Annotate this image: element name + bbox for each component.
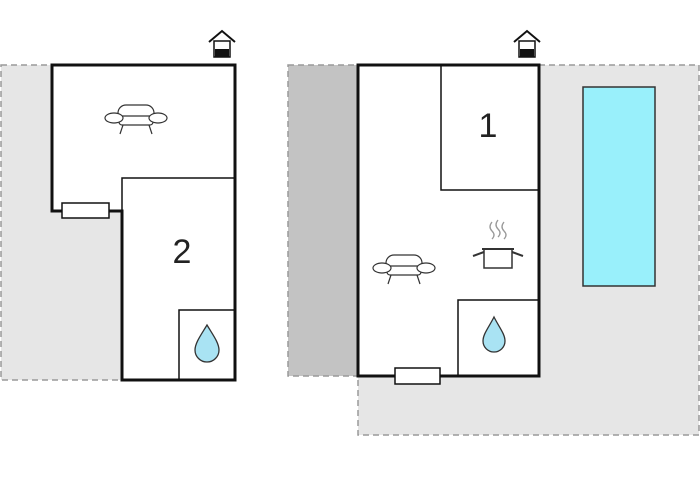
room-1-outline	[440, 65, 539, 191]
window-icon	[61, 202, 110, 219]
room-label-1: 1	[479, 107, 498, 145]
covered-terrace	[287, 64, 359, 377]
room-label-2: 2	[173, 233, 192, 271]
water-drop-icon	[482, 315, 506, 353]
right-building	[356, 63, 541, 378]
sofa-icon	[104, 104, 168, 135]
bathroom-left	[178, 309, 236, 381]
house-entrance-icon	[513, 29, 541, 58]
left-building	[50, 63, 237, 382]
house-entrance-icon	[208, 29, 236, 58]
right-building-outline	[356, 63, 541, 378]
swimming-pool	[582, 86, 656, 287]
water-drop-icon	[194, 323, 220, 363]
sofa-icon	[372, 254, 436, 285]
bathroom-right	[457, 299, 540, 377]
cooking-pot-icon	[472, 219, 524, 269]
window-icon	[394, 367, 441, 385]
